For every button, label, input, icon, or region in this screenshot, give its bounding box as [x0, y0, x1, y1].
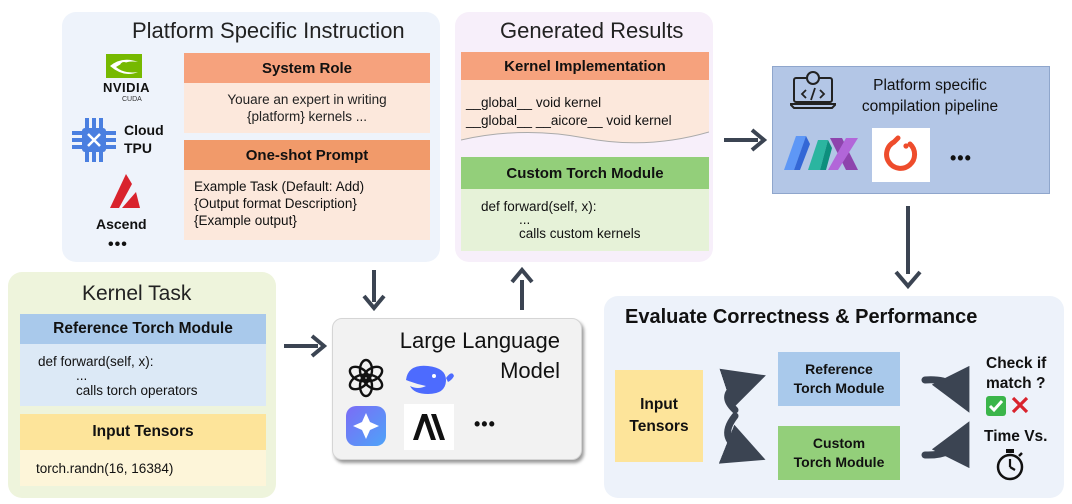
- nvidia-logo: NVIDIA CUDA: [100, 54, 160, 110]
- reference-module-line: calls torch operators: [76, 383, 198, 398]
- compile-more-dots: •••: [950, 148, 972, 168]
- evaluate-title: Evaluate Correctness & Performance: [625, 306, 978, 328]
- custom-module-body: def forward(self, x): ... calls custom k…: [461, 189, 709, 251]
- cloud-tpu-label: Cloud TPU: [124, 122, 164, 156]
- custom-module-line: ...: [519, 212, 531, 227]
- tpu-chip-icon: [72, 118, 116, 162]
- anthropic-logo-box: [404, 404, 454, 450]
- pytorch-icon: [884, 135, 918, 171]
- eval-input-tensors: Input Tensors: [615, 370, 703, 462]
- nvidia-eye-icon: [106, 54, 142, 78]
- system-role-text: Youare an expert in writing {platform} k…: [184, 83, 430, 133]
- reference-module-line: def forward(self, x):: [38, 354, 154, 369]
- oneshot-line: {Output format Description}: [194, 196, 357, 211]
- eval-custom-module: Custom Torch Module: [778, 426, 900, 480]
- cuda-label: CUDA: [122, 96, 142, 103]
- gemini-star-icon: [346, 406, 386, 446]
- kernel-impl-line: __global__ __aicore__ void kernel: [466, 113, 672, 128]
- kernel-impl-header: Kernel Implementation: [461, 52, 709, 80]
- deepseek-whale-icon: [406, 365, 454, 394]
- oneshot-prompt-header: One-shot Prompt: [184, 140, 430, 170]
- pytorch-logo-box: [872, 128, 930, 182]
- input-tensors-code: torch.randn(16, 16384): [20, 450, 266, 486]
- input-tensors-header: Input Tensors: [20, 414, 266, 450]
- eval-reference-module: Reference Torch Module: [778, 352, 900, 406]
- custom-module-header: Custom Torch Module: [461, 157, 709, 189]
- kernel-impl-doc-shape: [461, 80, 709, 144]
- oneshot-line: Example Task (Default: Add): [194, 179, 365, 194]
- jax-logo-icon: [784, 136, 858, 170]
- oneshot-line: {Example output}: [194, 213, 297, 228]
- ascend-logo: Ascend: [96, 170, 156, 236]
- kernel-impl-line: __global__ void kernel: [466, 95, 602, 110]
- ascend-icon: [110, 174, 140, 208]
- check-mark-icon: [986, 396, 1006, 416]
- code-monitor-icon: [790, 71, 836, 109]
- cloud-tpu-logo: Cloud TPU: [70, 116, 170, 166]
- llm-more-dots: •••: [474, 414, 496, 434]
- custom-module-line: calls custom kernels: [519, 226, 641, 241]
- reference-module-body: def forward(self, x): ... calls torch op…: [20, 344, 266, 406]
- check-match-label: Check if match ?: [986, 355, 1047, 392]
- anthropic-icon: [413, 414, 445, 440]
- nvidia-wordmark: NVIDIA: [103, 80, 151, 95]
- platform-instruction-title: Platform Specific Instruction: [132, 18, 405, 43]
- reference-module-header: Reference Torch Module: [20, 314, 266, 344]
- generated-results-title: Generated Results: [500, 18, 684, 43]
- compile-pipeline-label: Platform specific compilation pipeline: [861, 77, 999, 115]
- reference-module-line: ...: [76, 368, 88, 383]
- system-role-header: System Role: [184, 53, 430, 83]
- cross-mark-icon: [1011, 396, 1029, 414]
- kernel-task-title: Kernel Task: [82, 282, 192, 305]
- ascend-label: Ascend: [96, 216, 147, 232]
- openai-icon: [348, 358, 384, 398]
- time-vs-label: Time Vs.: [984, 428, 1048, 445]
- llm-title: Large Language Model: [399, 328, 560, 383]
- stopwatch-icon: [996, 449, 1024, 481]
- platform-more-dots: •••: [108, 236, 128, 253]
- custom-module-line: def forward(self, x):: [481, 199, 597, 214]
- oneshot-prompt-body: Example Task (Default: Add) {Output form…: [184, 170, 430, 240]
